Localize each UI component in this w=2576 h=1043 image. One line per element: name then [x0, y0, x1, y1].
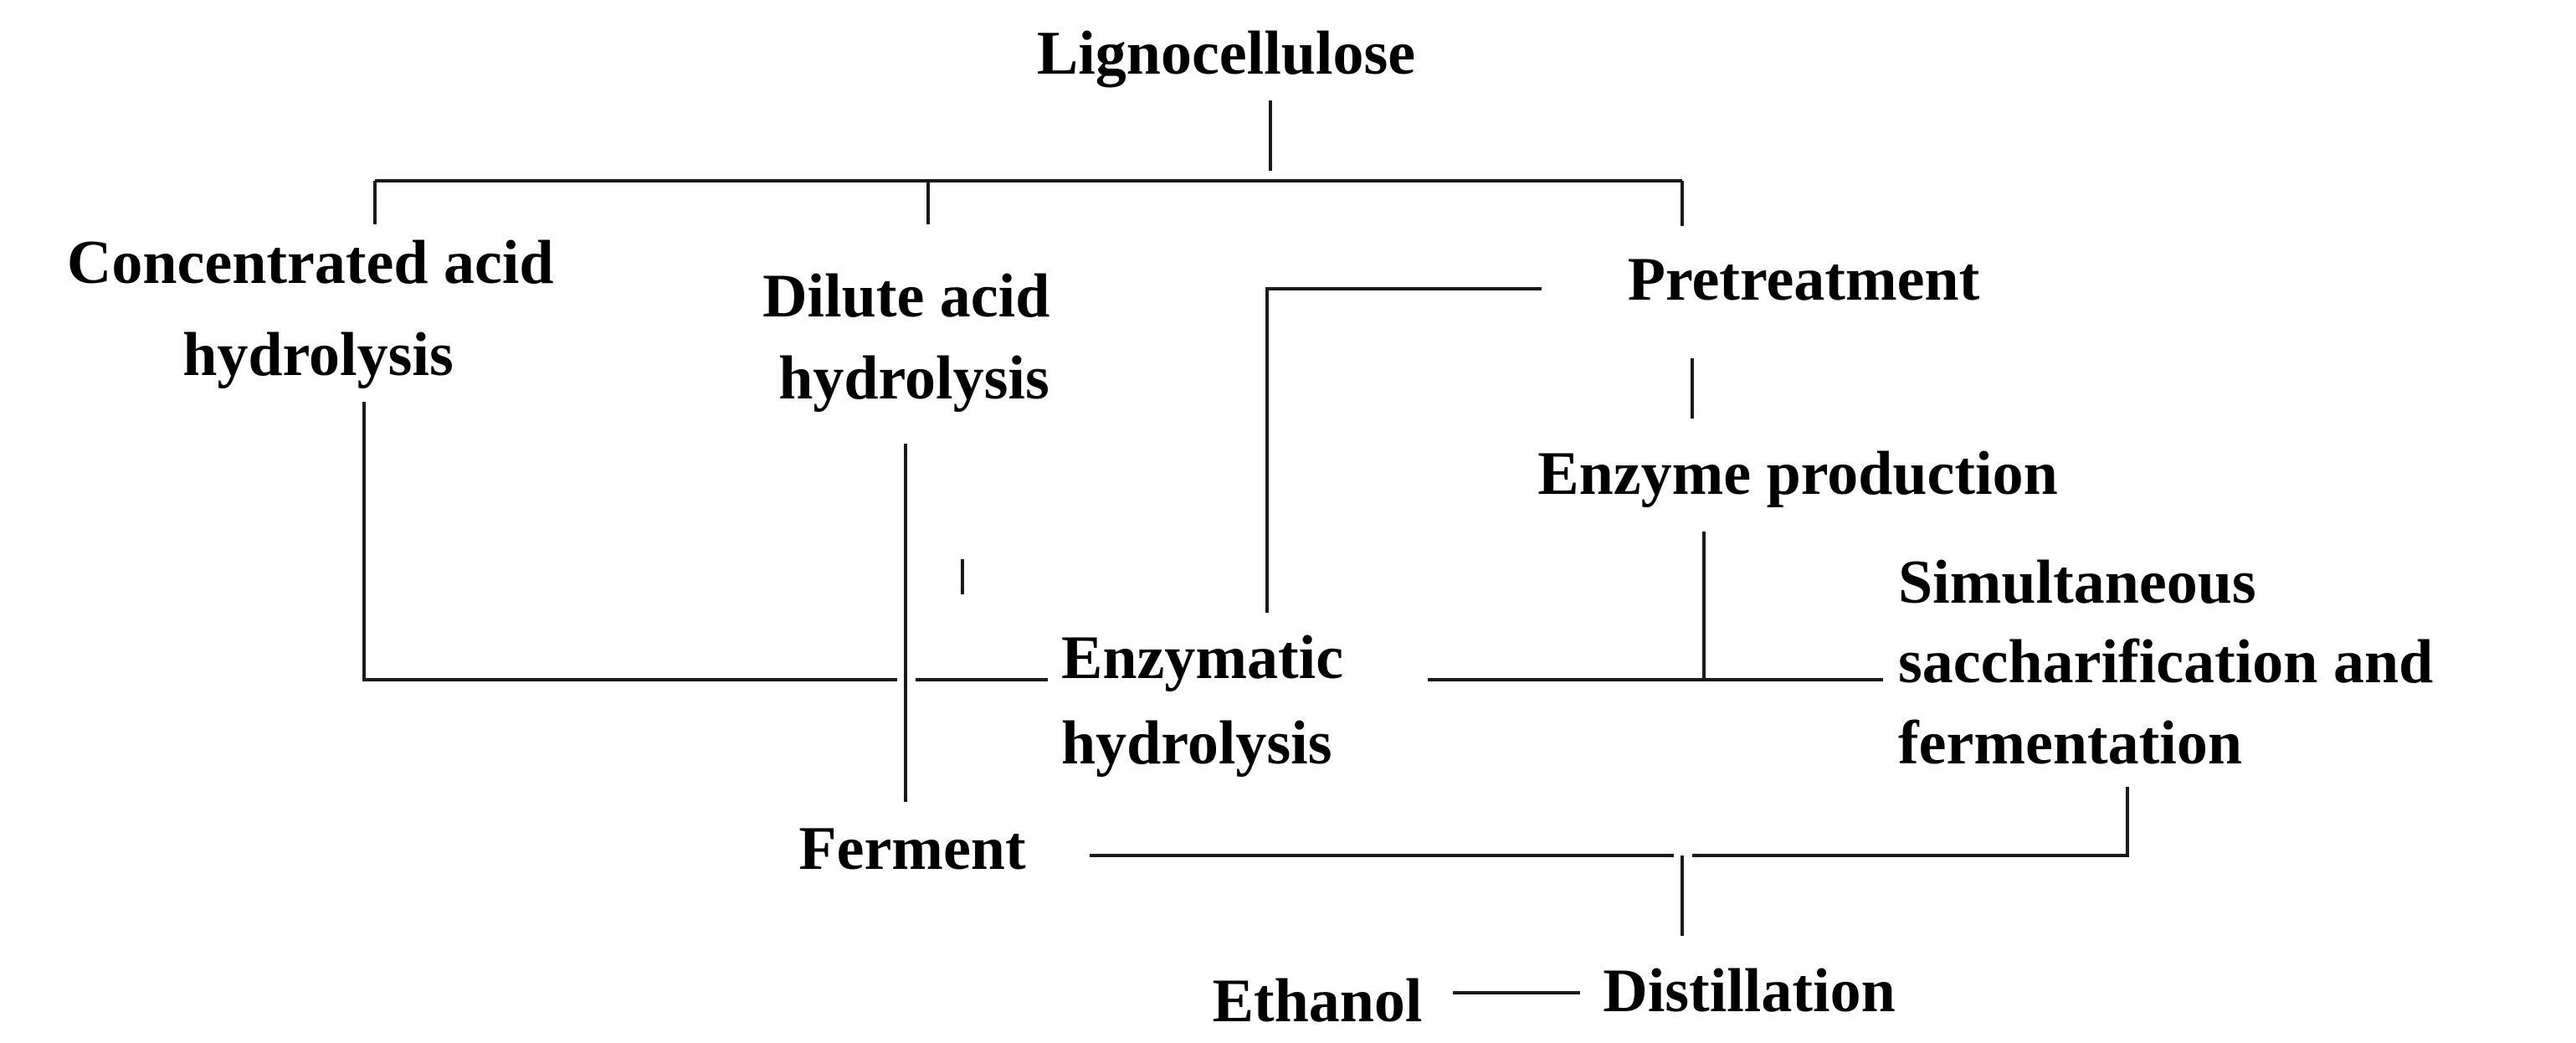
node-ssf: Simultaneous saccharification and fermen… [1898, 548, 2449, 778]
node-enzymatic-hydrolysis: Enzymatic hydrolysis [1061, 624, 1359, 778]
node-ethanol: Ethanol [1213, 967, 1423, 1035]
node-enzymatic-line-2: hydrolysis [1061, 709, 1332, 778]
node-ferment: Ferment [798, 814, 1026, 883]
node-lignocellulose: Lignocellulose [1037, 19, 1415, 88]
node-concentrated-acid-hydrolysis: Concentrated acid hydrolysis [67, 229, 569, 389]
edge-pretreatment-to-enzymatic [1265, 287, 1542, 614]
node-pretreatment: Pretreatment [1628, 245, 1980, 314]
node-concentrated-acid-line-2: hydrolysis [182, 321, 454, 389]
node-enzyme-production: Enzyme production [1537, 439, 2058, 508]
node-dilute-acid-line-1: Dilute acid [762, 262, 1049, 331]
node-ssf-line-1: Simultaneous [1898, 548, 2256, 617]
node-ssf-line-3: fermentation [1898, 709, 2242, 778]
node-dilute-acid-hydrolysis: Dilute acid hydrolysis [762, 262, 1065, 413]
node-enzymatic-line-1: Enzymatic [1061, 624, 1343, 692]
node-distillation: Distillation [1603, 957, 1895, 1025]
edge-concentrated-to-ferment [362, 402, 898, 682]
edge-ssf-to-junction [1691, 787, 2129, 858]
node-concentrated-acid-line-1: Concentrated acid [67, 229, 554, 297]
node-ssf-line-2: saccharification and [1898, 628, 2433, 696]
node-dilute-acid-line-2: hydrolysis [778, 344, 1049, 413]
